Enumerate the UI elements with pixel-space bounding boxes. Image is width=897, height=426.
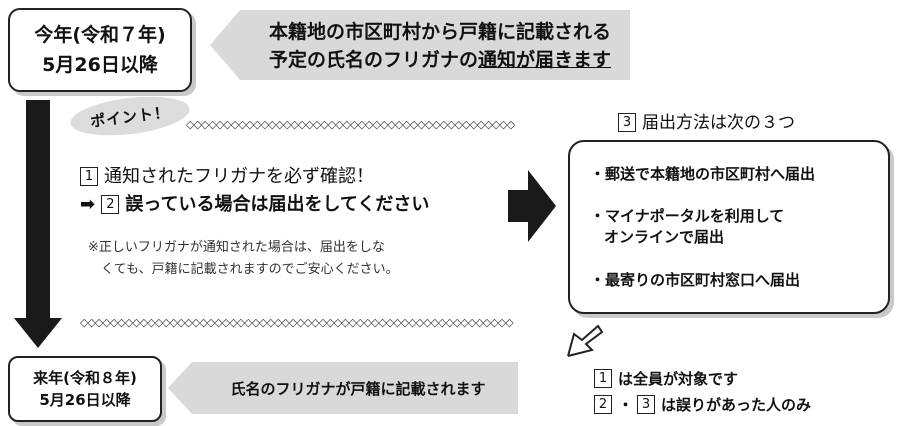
notice-line-1: 本籍地の市区町村から戸籍に記載される — [268, 21, 611, 43]
legend-num-1: 1 — [594, 369, 612, 388]
date-line-2: 5月26日以降 — [42, 54, 158, 76]
step-1-number: 1 — [80, 167, 98, 186]
diamond-divider-top: ◇◇◇◇◇◇◇◇◇◇◇◇◇◇◇◇◇◇◇◇◇◇◇◇◇◇◇◇◇◇◇◇◇◇◇◇◇◇◇◇… — [186, 118, 515, 131]
date-box-this-year: 今年(令和７年) 5月26日以降 — [8, 8, 192, 92]
date-box-next-year: 来年(令和８年) 5月26日以降 — [8, 356, 162, 422]
step-2-number: 2 — [101, 195, 120, 214]
note-line-1: ※正しいフリガナが通知された場合は、届出をしな — [88, 240, 385, 255]
legend-all-text: は全員が対象です — [618, 370, 739, 388]
method-mail: ・郵送で本籍地の市区町村へ届出 — [590, 164, 815, 185]
methods-box: ・郵送で本籍地の市区町村へ届出 ・マイナポータルを利用して オンラインで届出 ・… — [568, 140, 890, 314]
step-1-text: 通知されたフリガナを必ず確認！ — [104, 166, 374, 187]
step-2: ➡ 2 誤っている場合は届出をしてください — [80, 190, 429, 216]
step-1: 1 通知されたフリガナを必ず確認！ — [80, 162, 374, 188]
diamond-divider-bottom: ◇◇◇◇◇◇◇◇◇◇◇◇◇◇◇◇◇◇◇◇◇◇◇◇◇◇◇◇◇◇◇◇◇◇◇◇◇◇◇◇… — [80, 316, 514, 329]
legend-num-2: 2 — [594, 395, 612, 414]
legend-num-3: 3 — [637, 395, 656, 414]
method-online-line-2: オンラインで届出 — [604, 228, 725, 246]
arrow-right-icon: ➡ — [80, 194, 96, 215]
record-callout: 氏名のフリガナが戸籍に記載されます — [168, 362, 518, 414]
next-date-line-2: 5月26日以降 — [39, 391, 131, 409]
method-mail-line-1: ・郵送で本籍地の市区町村へ届出 — [590, 165, 816, 183]
pointer-icon — [567, 324, 604, 357]
method-online: ・マイナポータルを利用して オンラインで届出 — [590, 206, 784, 248]
callout-shape — [210, 10, 630, 80]
method-counter: ・最寄りの市区町村窓口へ届出 — [590, 270, 800, 291]
record-text: 氏名のフリガナが戸籍に記載されます — [230, 379, 486, 398]
notice-line-2-prefix: 予定の氏名のフリガナの — [268, 49, 478, 71]
step-2-text: 誤っている場合は届出をしてください — [125, 194, 430, 215]
legend-sep: ・ — [618, 396, 634, 414]
notice-text: 本籍地の市区町村から戸籍に記載される 予定の氏名のフリガナの通知が届きます — [250, 18, 630, 74]
method-counter-line-1: ・最寄りの市区町村窓口へ届出 — [590, 271, 801, 289]
methods-number: 3 — [618, 113, 636, 132]
callout2-shape — [168, 362, 518, 414]
legend-all: 1 は全員が対象です — [594, 368, 738, 389]
legend-errors: 2 ・3 は誤りがあった人のみ — [594, 394, 811, 415]
reassurance-note: ※正しいフリガナが通知された場合は、届出をしな くても、戸籍に記載されますのでご… — [88, 237, 498, 281]
legend-errors-text: は誤りがあった人のみ — [661, 396, 812, 414]
timeline-arrow — [14, 100, 62, 348]
notice-callout: 本籍地の市区町村から戸籍に記載される 予定の氏名のフリガナの通知が届きます — [210, 10, 630, 80]
next-date-line-1: 来年(令和８年) — [33, 369, 137, 387]
notice-line-2: 予定の氏名のフリガナの通知が届きます — [250, 46, 630, 74]
methods-title: 3 届出方法は次の３つ — [618, 108, 795, 133]
methods-title-text: 届出方法は次の３つ — [642, 113, 795, 133]
right-arrow — [508, 170, 556, 242]
notice-line-2-underlined: 通知が届きます — [478, 49, 612, 71]
method-online-line-1: ・マイナポータルを利用して — [590, 207, 785, 225]
note-line-2: くても、戸籍に記載されますのでご安心ください。 — [101, 262, 399, 277]
date-line-1: 今年(令和７年) — [34, 24, 166, 46]
